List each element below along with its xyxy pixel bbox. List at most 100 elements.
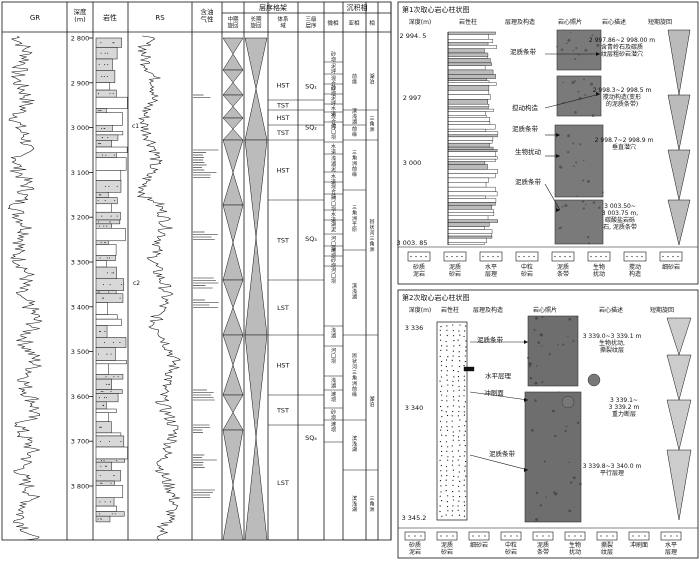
core2-lith-dot xyxy=(452,369,455,372)
core1-lith-bed xyxy=(447,209,494,213)
core2-lith-dot xyxy=(463,411,465,413)
core2-photo-texture xyxy=(568,317,572,321)
sand-dot xyxy=(107,52,109,54)
core2-lith-dot xyxy=(441,416,443,418)
sand-dot xyxy=(106,257,108,259)
core2-lith-dot xyxy=(459,360,461,362)
core1-lith-bed xyxy=(447,158,496,162)
core1-photo-texture xyxy=(592,201,596,204)
core2-lith-dot xyxy=(445,484,447,486)
facies-cell: 辫状河三角洲 xyxy=(369,219,374,254)
lithology-bed xyxy=(95,412,109,422)
core2-legend-pattern xyxy=(568,535,570,537)
core1-legend-swatch xyxy=(623,251,647,262)
core1-annotation: 生物扰动 xyxy=(515,147,542,156)
sand-dot xyxy=(108,383,110,385)
lithology-bed xyxy=(95,131,124,136)
core2-lith-dot xyxy=(439,505,441,507)
core1-lith-bed xyxy=(447,169,498,174)
core2-lith-dot xyxy=(457,375,460,378)
core2-lith-dot xyxy=(439,510,441,513)
microfacies-cell: 混合坪 xyxy=(331,183,336,201)
microfacies-cell: 泥坪 xyxy=(331,63,336,76)
lithology-bed xyxy=(95,401,107,410)
core1-photo-texture xyxy=(584,48,588,52)
core2-lith-dot xyxy=(441,434,443,436)
core2-legend-pattern xyxy=(600,535,602,537)
sand-dot xyxy=(112,42,114,44)
core2-annotation: 泥质条带 xyxy=(477,335,504,344)
sand-dot xyxy=(99,143,101,145)
sand-dot xyxy=(104,342,106,344)
core2-lith-dot xyxy=(452,460,454,462)
core1-annotation: 搅动构造 xyxy=(512,103,539,112)
core2-lith-dot xyxy=(453,345,455,347)
core2-lith-dot xyxy=(451,450,453,452)
lithology-bed xyxy=(95,446,128,460)
core2-photo-texture xyxy=(576,421,580,425)
microfacies-cell: 砂坝 xyxy=(331,85,336,98)
lithology-bed xyxy=(95,240,109,245)
sand-dot xyxy=(104,330,106,332)
microfacies-cell: 河口坝 xyxy=(331,235,336,253)
lithology-bed xyxy=(95,458,126,463)
seq-mid-header: 中期旋回 xyxy=(227,15,239,30)
core1-lith-bed xyxy=(447,103,490,107)
core2-photo-texture xyxy=(548,353,551,356)
core2-lith-dot xyxy=(446,334,448,337)
core-mark-1: c1 xyxy=(132,123,139,130)
core1-lith-bed xyxy=(447,229,493,234)
core1-lith-bed xyxy=(447,191,498,197)
core2-lith-dot xyxy=(452,484,454,487)
core2-legend-label: 冲刷面 xyxy=(630,541,648,549)
core2-lith-dot xyxy=(452,479,454,481)
core1-lith-bed xyxy=(447,106,489,110)
microfacies-cell: 混合坪 xyxy=(331,75,336,93)
lithology-bed xyxy=(95,260,107,268)
core2-lith-dot xyxy=(451,445,453,447)
core2-lith-dot xyxy=(451,510,454,512)
sand-dot xyxy=(114,200,116,202)
core2-lith-dot xyxy=(439,329,441,332)
core2-lith-dot xyxy=(453,340,455,342)
core2-photo-texture xyxy=(570,481,573,484)
core1-lith-bed xyxy=(447,121,491,125)
core1-arrowhead xyxy=(596,52,600,56)
core2-photo-texture xyxy=(557,344,559,346)
core2-lith-dot xyxy=(441,399,443,402)
core2-lith-dot xyxy=(439,440,441,443)
core2-lith-dot xyxy=(445,441,448,443)
sequence-label: SQ₄ xyxy=(305,434,317,442)
sand-dot xyxy=(110,501,112,503)
core1-photo-texture xyxy=(583,78,585,81)
core2-lith-dot xyxy=(464,401,466,403)
core1-lith-bed xyxy=(447,90,490,95)
core1-photo-texture xyxy=(574,110,577,114)
core2-lith-dot xyxy=(453,475,455,477)
core2-lith-dot xyxy=(447,505,449,508)
core2-photo-texture xyxy=(527,356,530,360)
mid-cycle-triangle-up xyxy=(222,241,244,281)
long-cycle-triangle-up xyxy=(244,237,268,336)
sand-dot xyxy=(98,64,100,66)
sand-dot xyxy=(109,440,111,442)
core2-lith-dot xyxy=(445,411,447,413)
core2-lith-dot xyxy=(459,334,461,336)
core2-lith-dot xyxy=(447,456,449,458)
core1-depth-label: 2 994. 5 xyxy=(400,32,427,40)
mid-cycle-triangle-down xyxy=(222,139,244,174)
sand-dot xyxy=(105,397,107,399)
core2-lith-dot xyxy=(439,420,442,422)
sand-dot xyxy=(104,200,106,202)
sand-dot xyxy=(119,342,121,344)
sand-dot xyxy=(104,127,106,129)
core2-lith-dot xyxy=(452,435,455,437)
lithology-bed xyxy=(95,47,118,60)
core2-lith-dot xyxy=(452,410,454,413)
core2-lith-dot xyxy=(445,365,447,368)
core2-lith-dot xyxy=(446,395,448,397)
core2-lith-dot xyxy=(464,451,466,453)
core2-lith-dot xyxy=(451,420,453,422)
core1-photo-texture xyxy=(583,159,585,162)
core2-legend-pattern xyxy=(414,535,416,537)
